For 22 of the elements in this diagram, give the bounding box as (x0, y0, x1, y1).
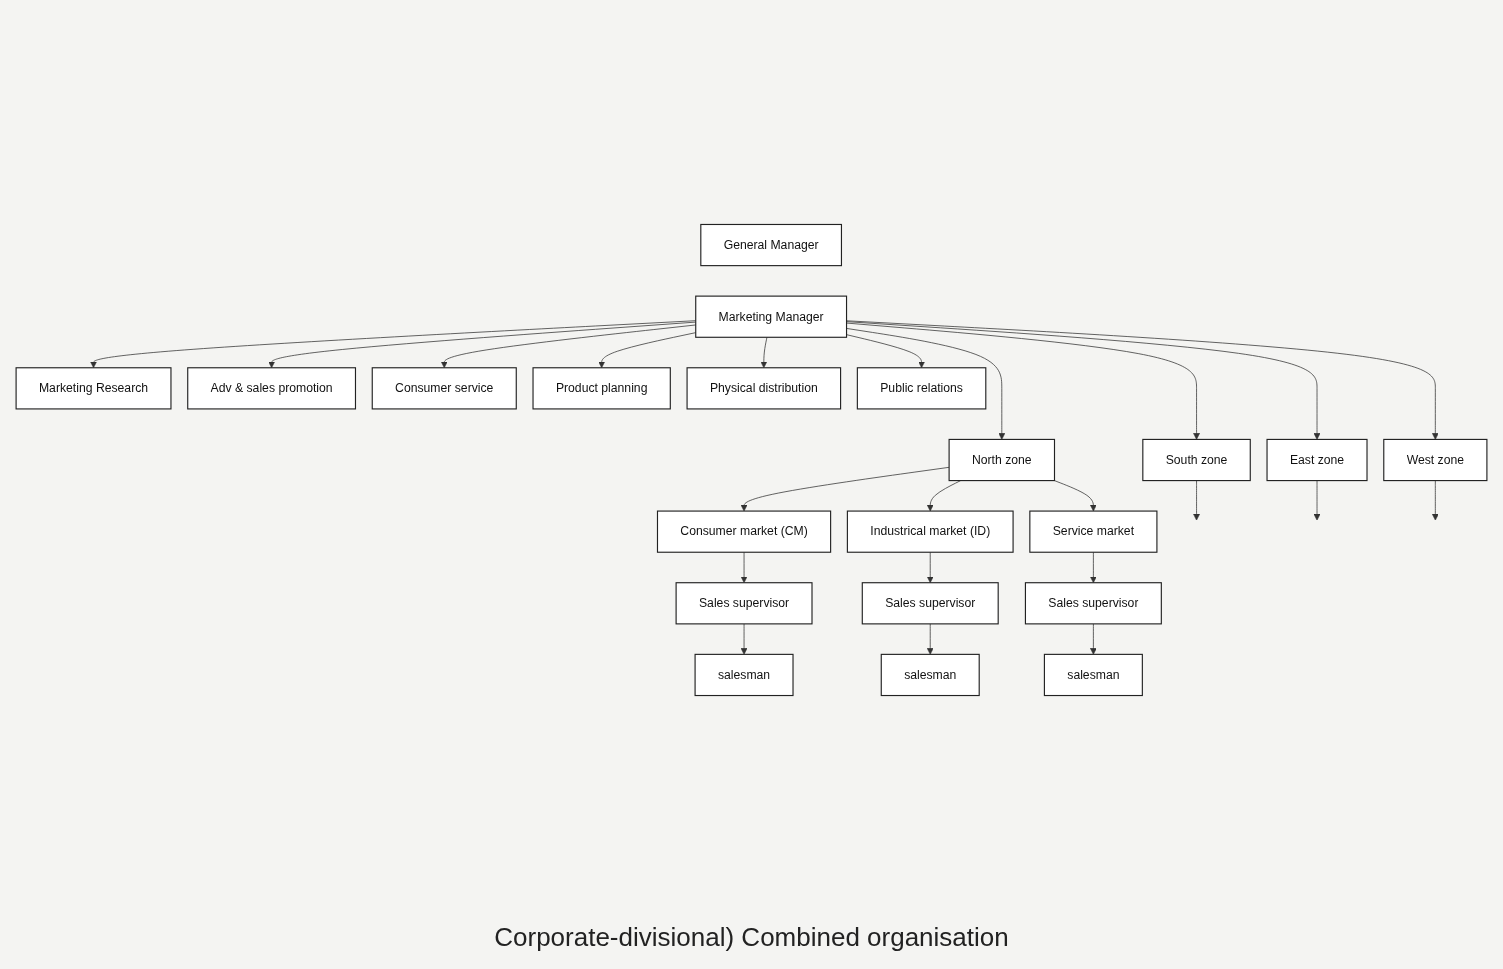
node-box: Sales supervisor (1024, 582, 1162, 625)
node-box: Sales supervisor (861, 582, 999, 625)
node-box: Consumer market (CM) (656, 510, 832, 553)
node-box: Service market (1029, 510, 1158, 553)
node-box: Sales supervisor (675, 582, 813, 625)
node-box: Industrical market (ID) (846, 510, 1014, 553)
node-box: Public relations (856, 367, 987, 410)
node-box: Consumer service (371, 367, 517, 410)
node-box: Marketing Manager (695, 295, 848, 338)
node-box: East zone (1266, 438, 1368, 482)
node-box: salesman (694, 653, 794, 697)
node-box: General Manager (700, 223, 843, 267)
node-box: South zone (1142, 438, 1251, 482)
node-box: salesman (880, 653, 980, 697)
node-box: Adv & sales promotion (187, 367, 357, 410)
node-box: salesman (1043, 653, 1143, 697)
node-box: West zone (1383, 438, 1488, 482)
caption: Corporate-divisional) Combined organisation (494, 922, 1009, 953)
node-box: Physical distribution (686, 367, 842, 410)
node-box: Product planning (532, 367, 671, 410)
node-box: North zone (948, 438, 1056, 482)
node-box: Marketing Research (15, 367, 172, 410)
